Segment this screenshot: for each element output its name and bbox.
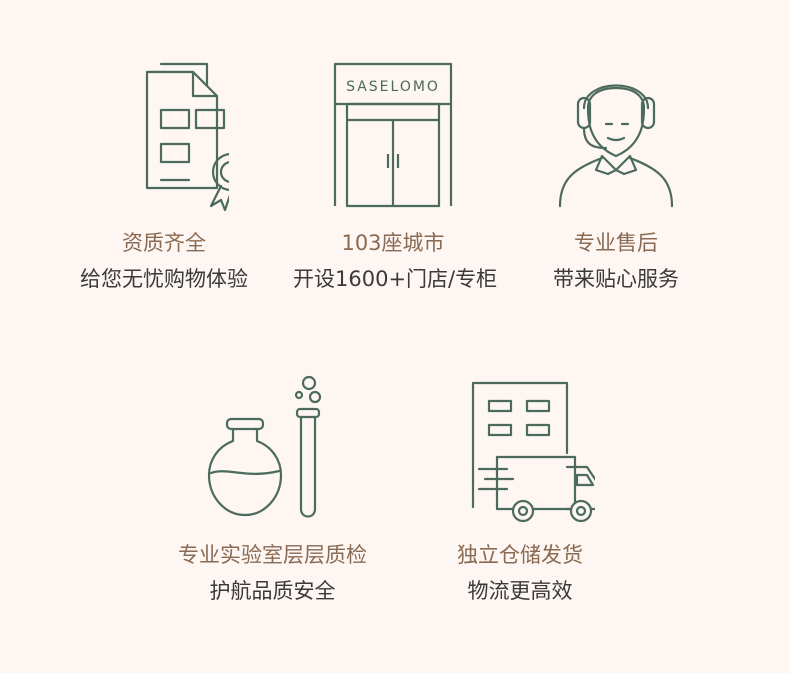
feature-subtitle: 带来贴心服务 [553, 267, 679, 291]
feature-warehouse-logistics: 独立仓储发货 物流更高效 [420, 375, 620, 609]
feature-subtitle: 护航品质安全 [209, 579, 336, 603]
feature-lab-testing: 专业实验室层层质检 护航品质安全 [165, 375, 380, 609]
feature-qualification: 资质齐全 给您无忧购物体验 [64, 58, 264, 297]
feature-store-network: SASELOMO 103座城市 开设1600+门店/专柜 [293, 58, 498, 297]
certificate-document-icon [145, 62, 229, 212]
store-sign-text: SASELOMO [346, 79, 440, 95]
feature-after-sales: 专业售后 带来贴心服务 [516, 58, 716, 297]
feature-title: 专业售后 [574, 231, 658, 255]
laboratory-flask-icon [207, 375, 321, 518]
feature-title: 103座城市 [341, 231, 445, 255]
feature-title: 专业实验室层层质检 [178, 543, 367, 567]
feature-subtitle: 给您无忧购物体验 [80, 267, 248, 291]
warehouse-delivery-truck-icon [471, 381, 595, 523]
feature-title: 资质齐全 [122, 231, 206, 255]
customer-service-agent-icon [558, 84, 674, 208]
feature-subtitle: 物流更高效 [467, 579, 573, 603]
storefront-icon: SASELOMO [333, 62, 453, 208]
feature-title: 独立仓储发货 [457, 543, 583, 567]
feature-subtitle: 开设1600+门店/专柜 [293, 267, 498, 291]
